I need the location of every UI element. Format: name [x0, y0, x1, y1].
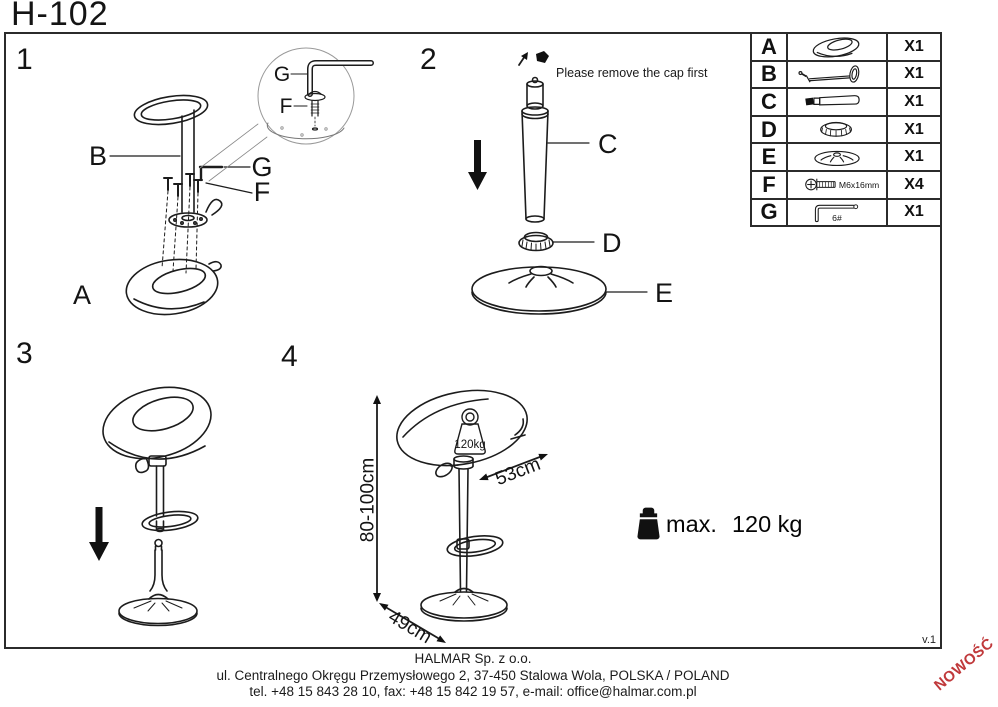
seat-part-icon	[812, 37, 860, 58]
gas-lift-part-icon	[805, 95, 860, 106]
part-label-a: A	[73, 280, 91, 310]
screw-guides	[161, 186, 199, 274]
height-dimension-label: 80-100cm	[358, 458, 379, 543]
step-1-art	[109, 47, 374, 316]
cap-arrow-icon	[521, 52, 528, 60]
part-qty: X1	[904, 203, 924, 221]
part-letter: D	[752, 117, 788, 143]
cone-cover-part-icon	[820, 121, 852, 137]
load-badge-label: 120kg	[454, 439, 485, 451]
footer-company: HALMAR Sp. z o.o.	[414, 651, 532, 666]
allen-key-inset	[307, 60, 374, 97]
part-qty: X1	[904, 120, 924, 138]
parts-row: C X1	[752, 89, 940, 117]
max-load-value: 120 kg	[731, 510, 803, 537]
weight-icon	[637, 507, 660, 540]
part-label-f: F	[254, 177, 271, 207]
step-4-art	[373, 389, 548, 643]
footrest-frame-part-icon	[798, 65, 860, 83]
parts-row: G 6# X1	[752, 199, 940, 228]
dimension-arrows	[373, 395, 548, 643]
step-2-number: 2	[420, 43, 437, 76]
step-3-number: 3	[16, 337, 33, 370]
parts-row: E X1	[752, 144, 940, 172]
part-qty: X1	[904, 148, 924, 166]
max-load-note: max. 120 kg	[636, 505, 803, 543]
page-title: H-102	[11, 0, 109, 33]
cap-icon	[536, 51, 549, 63]
step-3-art	[89, 386, 212, 627]
inset-label-g: G	[274, 63, 290, 86]
allen-key-part-icon: 6#	[814, 204, 859, 223]
load-badge-icon	[454, 408, 486, 455]
parts-row: A X1	[752, 34, 940, 62]
step-2-art	[468, 51, 648, 315]
part-letter: A	[752, 34, 788, 60]
part-letter: G	[752, 199, 788, 226]
part-qty: X1	[904, 92, 924, 110]
part-letter: F	[752, 172, 788, 198]
step-2-diagram: C D E	[468, 51, 673, 315]
parts-row: F M6x16mm	[752, 172, 940, 200]
inset-label-f: F	[280, 95, 293, 118]
bolt-inset	[304, 90, 326, 131]
step-1-diagram: B G F A G F	[73, 47, 374, 316]
parts-row: D X1	[752, 117, 940, 145]
remove-cap-note: Please remove the cap first	[556, 66, 708, 80]
seat-dimension-label: 53cm	[493, 454, 544, 490]
bolt-spec-label: M6x16mm	[839, 180, 879, 190]
parts-row: B X1	[752, 61, 940, 90]
part-letter: B	[752, 61, 788, 88]
footer: HALMAR Sp. z o.o. ul. Centralnego Okręgu…	[0, 651, 946, 701]
part-qty: X1	[904, 37, 924, 55]
step-3-diagram	[89, 386, 212, 627]
base-part-icon	[814, 150, 860, 166]
part-qty: X1	[904, 65, 924, 83]
part-label-g: G	[251, 152, 272, 182]
step-4-number: 4	[281, 340, 298, 373]
step-4-diagram: 120kg 80-100cm 53cm 49cm	[358, 389, 548, 648]
part-qty: X4	[904, 175, 924, 193]
allen-key-spec-label: 6#	[832, 213, 842, 223]
step-1-number: 1	[16, 43, 33, 76]
screws-f	[163, 173, 203, 197]
part-label-e: E	[655, 278, 673, 308]
version-label: v.1	[922, 634, 936, 646]
diagram-frame: 1 2 3 4	[4, 32, 942, 649]
down-arrow-icon	[89, 507, 109, 561]
part-letter: C	[752, 89, 788, 115]
bolt-part-icon: M6x16mm	[805, 178, 879, 191]
part-label-d: D	[602, 228, 622, 258]
down-arrow-icon	[468, 140, 487, 190]
footer-contact: tel. +48 15 843 28 10, fax: +48 15 842 1…	[249, 684, 697, 699]
part-letter: E	[752, 144, 788, 170]
max-load-prefix: max.	[666, 510, 717, 537]
parts-table: A X1 B	[750, 34, 940, 228]
footer-address: ul. Centralnego Okręgu Przemysłowego 2, …	[216, 667, 730, 683]
part-label-c: C	[598, 129, 618, 159]
part-label-b: B	[89, 141, 107, 171]
inset-detail-circle	[199, 47, 355, 182]
